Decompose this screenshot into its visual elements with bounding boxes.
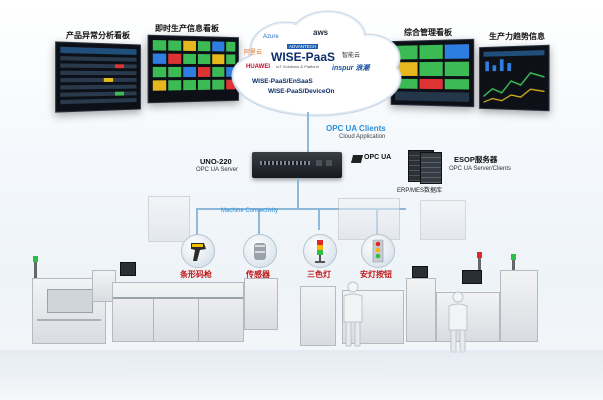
uno-subtitle: OPC UA Server	[196, 167, 239, 173]
esop-server-rack-icon-2	[420, 152, 442, 184]
connector-cloud-to-server	[307, 112, 309, 152]
uno-server-device	[252, 152, 342, 178]
bus-drop-1	[196, 208, 198, 236]
dashboard-title-quality: 产品异常分析看板	[66, 31, 130, 40]
dashboard-grid-graphic	[395, 44, 470, 102]
dashboard-title-productivity: 生产力趋势信息	[489, 32, 545, 41]
dashboard-screen-productivity	[479, 44, 550, 112]
device-label-barcode: 条形码枪	[180, 270, 212, 279]
background-machine	[420, 200, 466, 240]
dashboard-trend-graphic	[480, 50, 549, 110]
erp-label: ERP/MES数据库	[397, 188, 443, 194]
dashboard-title-management: 综合管理看板	[404, 28, 452, 37]
machine-light-pole	[478, 256, 481, 270]
logo-aws: aws	[313, 28, 329, 37]
barcode-scanner-circle	[181, 234, 215, 268]
tower-light-icon	[315, 240, 325, 263]
dashboard-screen-management	[390, 38, 475, 108]
opc-ua-logo-text: OPC UA	[364, 154, 392, 161]
monitor-icon	[462, 270, 482, 284]
device-label-andon: 安灯按钮	[360, 270, 392, 279]
dashboard-title-realtime: 即时生产信息看板	[155, 24, 219, 33]
machine-light-icon	[33, 256, 38, 262]
logo-wise-paas: WISE-PaaS	[271, 50, 336, 64]
bus-drop-3	[318, 208, 320, 230]
uno-title: UNO-220	[200, 157, 232, 166]
andon-button-icon	[372, 239, 384, 263]
barcode-scanner-icon	[191, 243, 206, 261]
machine-bus-line	[196, 208, 406, 210]
sensor-icon	[254, 243, 266, 260]
sensor-circle	[243, 234, 277, 268]
dashboard-tiles-graphic	[152, 40, 236, 91]
device-label-tower-light: 三色灯	[307, 270, 331, 279]
logo-deviceon: WISE-PaaS/DeviceOn	[268, 88, 335, 95]
production-machine-left	[32, 278, 106, 344]
opc-clients-title: OPC UA Clients	[326, 124, 386, 133]
cloud-graphic	[231, 10, 402, 117]
production-machine-right-3	[436, 292, 500, 342]
production-machine-aoi	[244, 278, 278, 330]
machine-light-icon	[477, 252, 482, 258]
connector-server-to-bus	[297, 178, 299, 208]
production-machine-mid	[300, 286, 336, 346]
floor-reflection	[0, 350, 603, 400]
monitor-icon	[412, 266, 428, 278]
dashboard-screen-quality	[55, 41, 141, 113]
device-label-sensor: 传感器	[246, 270, 270, 279]
machine-light-pole	[512, 258, 515, 270]
tower-light-circle	[303, 234, 337, 268]
production-machine-right-2	[406, 278, 436, 342]
logo-aliyun: 阿里云	[244, 50, 263, 56]
logo-inspur: inspur 浪潮	[332, 65, 370, 72]
logo-smart-cloud: 智能云	[342, 53, 361, 59]
background-machine	[338, 198, 400, 240]
production-machine-oven	[112, 282, 244, 342]
esop-title: ESOP服务器	[454, 155, 498, 164]
dashboard-screen-realtime	[147, 34, 239, 104]
background-machine	[148, 196, 190, 242]
logo-azure: Azure	[263, 34, 279, 40]
bus-drop-2	[258, 208, 260, 236]
wise-paas-subtitle: IoT Solutions & Platform	[276, 64, 320, 69]
worker-figure	[448, 291, 468, 353]
machine-light-icon	[511, 254, 516, 260]
logo-ensaas: WISE-PaaS/EnSaaS	[252, 78, 313, 85]
logo-advantech-badge: ADVANTECH	[287, 44, 319, 49]
dashboard-table-graphic	[60, 46, 137, 105]
machine-light-pole	[34, 258, 37, 278]
opc-clients-subtitle: Cloud Application	[339, 134, 386, 140]
opc-ua-logo-icon	[350, 155, 364, 163]
monitor-icon	[120, 262, 136, 276]
production-machine-right-4	[500, 270, 538, 342]
esop-subtitle: OPC UA Server/Clients	[449, 166, 512, 172]
machine-connectivity-label: Machine Connectivity	[221, 208, 279, 214]
logo-huawei: HUAWEI	[246, 64, 270, 70]
andon-button-circle	[361, 234, 395, 268]
worker-figure	[343, 281, 363, 347]
